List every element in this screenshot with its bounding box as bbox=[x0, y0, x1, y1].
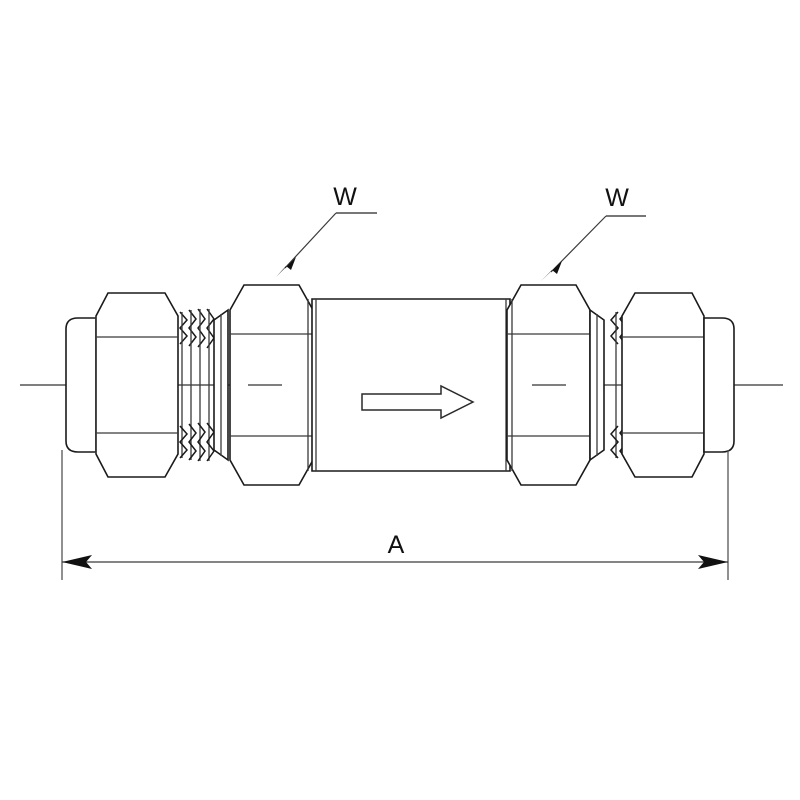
right-hex-wrench-flat bbox=[506, 284, 591, 486]
dimension-arrow-right bbox=[698, 555, 728, 569]
callout-w-left: W bbox=[276, 183, 377, 277]
callout-w-left-label: W bbox=[333, 183, 357, 211]
left-hex-wrench-flat bbox=[229, 284, 314, 486]
callout-w-right: W bbox=[541, 184, 646, 281]
overall-length-dimension: A bbox=[61, 450, 729, 580]
valve-body bbox=[311, 298, 511, 472]
dimension-arrow-left bbox=[62, 555, 92, 569]
flow-arrow-right bbox=[361, 384, 475, 420]
left-tube-nut bbox=[65, 292, 179, 478]
callout-w-right-label: W bbox=[605, 184, 629, 212]
left-threaded-section bbox=[179, 308, 229, 462]
right-tube-nut bbox=[621, 292, 735, 478]
dimension-a-label: A bbox=[388, 531, 405, 559]
